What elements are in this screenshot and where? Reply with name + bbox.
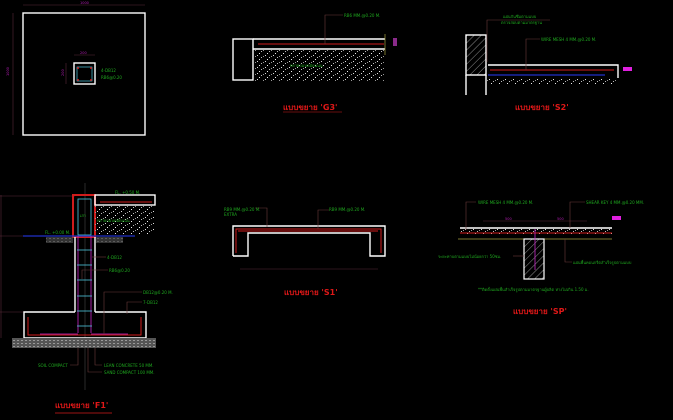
detail-f1: FL. +0.50 M. FL. +0.00 M. เสา ทรายถมบดอั… (0, 183, 173, 414)
level-ground: FL. +0.00 M. (45, 230, 70, 235)
label-sand: SAND COMPACT 100 MM. (104, 370, 155, 375)
label-left1: RB9 MM.@0.20 M. (224, 207, 260, 212)
column-outline (73, 62, 96, 85)
label-left2: EXTRA (224, 212, 237, 217)
label-stirrup: RB6@0.20 (101, 75, 122, 80)
label-rebar: RB6 MM.@0.20 M. (344, 13, 380, 18)
title-sp: แบบขยาย 'SP' (513, 307, 567, 316)
footing-outline (22, 12, 146, 136)
col-dim-h: 200 (61, 69, 65, 76)
label-fill: ทรายถมบดอัดแน่น (97, 218, 130, 223)
title-f1: แบบขยาย 'F1' (55, 401, 108, 410)
label-bars: 4-DB12 (107, 255, 122, 260)
dim-height: 1000 (6, 67, 10, 76)
footing-plan: 1000 1000 200 200 4-DB12 RB6@0.20 (6, 1, 146, 136)
label-top1: แผ่นกันซึมตามแบบ (503, 14, 537, 19)
label-top2: ตรวจสอบตามมาตรฐาน (501, 20, 542, 25)
level-top: FL. +0.50 M. (115, 190, 140, 195)
label-lean: LEAN CONCRETE 50 MM. (104, 363, 154, 368)
dim-right: 500 (557, 217, 564, 221)
detail-s2: แผ่นกันซึมตามแบบ ตรวจสอบตามมาตรฐาน WIRE … (465, 14, 632, 112)
label-bars: 4-DB12 (101, 68, 116, 73)
note: **ติดตั้งแผ่นพื้นสำเร็จรูปตามมาตรฐานผู้ผ… (478, 285, 589, 293)
title-s2: แบบขยาย 'S2' (515, 103, 569, 112)
label-shear: SHEAR KEY 4 MM.@0.20 MM. (586, 200, 644, 205)
detail-s1: RB9 MM.@0.20 M. EXTRA RB9 MM.@0.20 M. แบ… (224, 207, 386, 297)
col-dim-w: 200 (80, 51, 87, 55)
dim-left: 500 (505, 217, 512, 221)
detail-sp: 500 500 WIRE MESH 4 MM.@0.20 M. SHEAR KE… (438, 200, 644, 316)
title-g3: แบบขยาย 'G3' (283, 103, 337, 112)
title-s1: แบบขยาย 'S1' (284, 288, 338, 297)
label-left: ระยะทาบตามแบบไม่น้อยกว่า 50ซม. (438, 254, 501, 259)
label-cover: 7-DB12 (143, 300, 158, 305)
label-right: RB9 MM.@0.20 M. (329, 207, 365, 212)
label-soil: SOIL COMPACT (38, 363, 68, 368)
label-col: เสา (80, 213, 86, 218)
label-stirrup: RB6@0.20 (109, 268, 130, 273)
detail-g3: RB6 MM.@0.20 M. ทรายถมบดอัดแน่น แบบขยาย … (232, 13, 397, 113)
dim-width: 1000 (80, 1, 89, 5)
label-right: แผ่นพื้นคอนกรีตสำเร็จรูปตามแบบ (573, 258, 632, 266)
label-fill: ทรายถมบดอัดแน่น (290, 63, 323, 68)
label-bottom-bars: DB12@0.20 M. (143, 290, 173, 295)
label-mesh: WIRE MESH 4 MM.@0.20 M. (478, 200, 533, 205)
label-mesh: WIRE MESH 4 MM.@0.20 M. (541, 37, 596, 42)
